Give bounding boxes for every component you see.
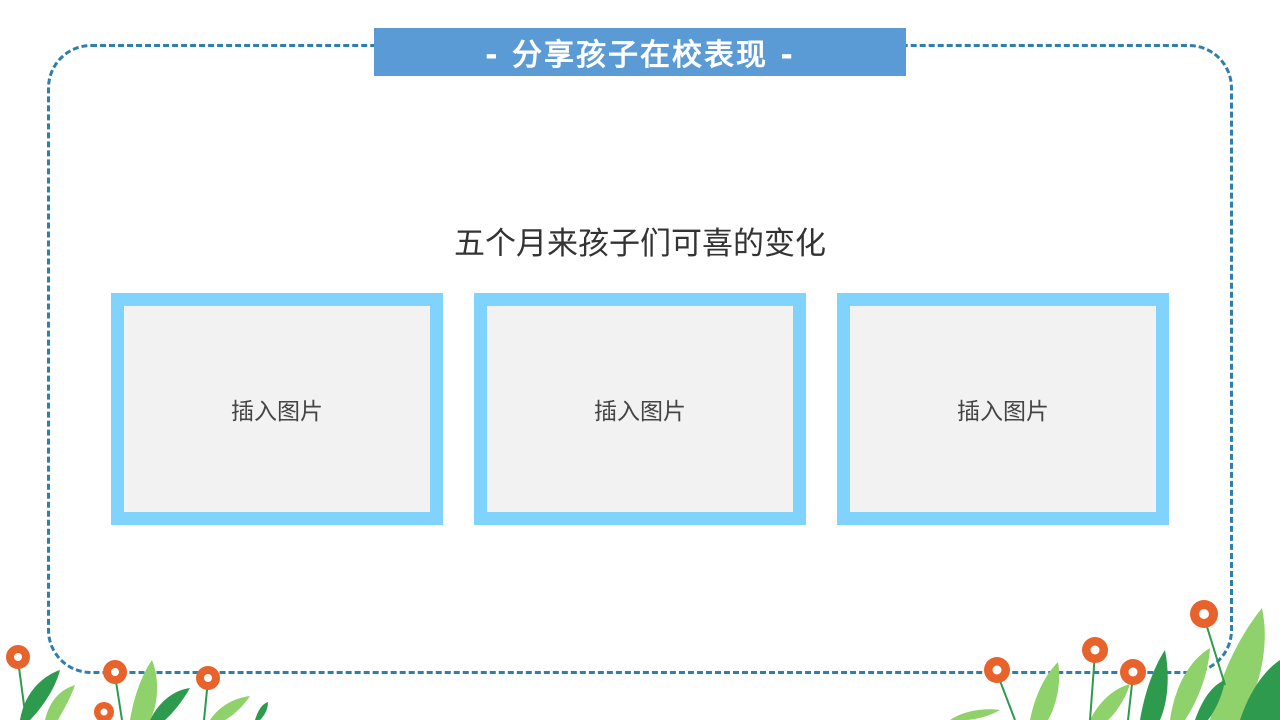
flower-icon	[984, 600, 1218, 685]
image-placeholder-label: 插入图片	[957, 399, 1049, 425]
image-placeholder-1[interactable]: 插入图片	[111, 293, 443, 525]
image-placeholder-2[interactable]: 插入图片	[474, 293, 806, 525]
flower-decoration-right	[950, 600, 1280, 720]
image-placeholder-label: 插入图片	[594, 399, 686, 425]
flower-decoration-left	[6, 645, 268, 720]
section-subtitle: 五个月来孩子们可喜的变化	[454, 226, 826, 262]
image-placeholder-inner[interactable]: 插入图片	[850, 306, 1156, 512]
leaf-icon	[20, 660, 268, 720]
page-title-bar: - 分享孩子在校表现 -	[374, 28, 906, 76]
leaf-icon	[950, 608, 1280, 720]
image-placeholder-3[interactable]: 插入图片	[837, 293, 1169, 525]
image-placeholder-inner[interactable]: 插入图片	[487, 306, 793, 512]
flower-icon	[6, 645, 220, 720]
image-placeholder-label: 插入图片	[231, 399, 323, 425]
page-title: - 分享孩子在校表现 -	[485, 38, 795, 73]
image-placeholder-inner[interactable]: 插入图片	[124, 306, 430, 512]
